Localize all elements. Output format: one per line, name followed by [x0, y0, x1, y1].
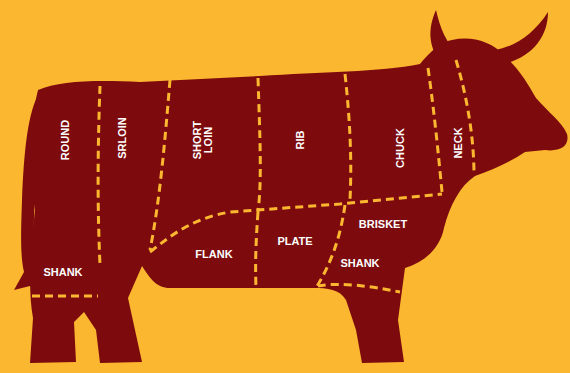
- cow-body: [30, 39, 568, 363]
- cut-label: RIB: [295, 120, 306, 160]
- udder: [112, 262, 142, 276]
- cut-line: [150, 80, 170, 250]
- cut-label: SHORT LOIN: [192, 120, 214, 160]
- cut-label: SHANK: [33, 267, 93, 278]
- cut-line: [150, 194, 442, 252]
- cut-label: SRLOIN: [117, 108, 128, 168]
- cut-label: BRISKET: [348, 219, 418, 230]
- cut-label: FLANK: [184, 249, 244, 260]
- cut-label: SHANK: [330, 258, 390, 269]
- cut-label: NECK: [453, 113, 464, 173]
- cut-line: [258, 78, 260, 212]
- cut-label: ROUND: [60, 110, 71, 170]
- cut-line: [32, 295, 98, 298]
- cut-label: PLATE: [265, 236, 325, 247]
- cut-line: [316, 205, 345, 288]
- cut-line: [345, 74, 351, 200]
- cut-line: [98, 86, 100, 265]
- cut-label: CHUCK: [395, 118, 406, 178]
- cut-lines: [32, 60, 474, 296]
- cut-line: [318, 284, 400, 292]
- cow-silhouette: [14, 10, 568, 363]
- cut-line: [428, 68, 442, 192]
- cut-line: [256, 212, 258, 288]
